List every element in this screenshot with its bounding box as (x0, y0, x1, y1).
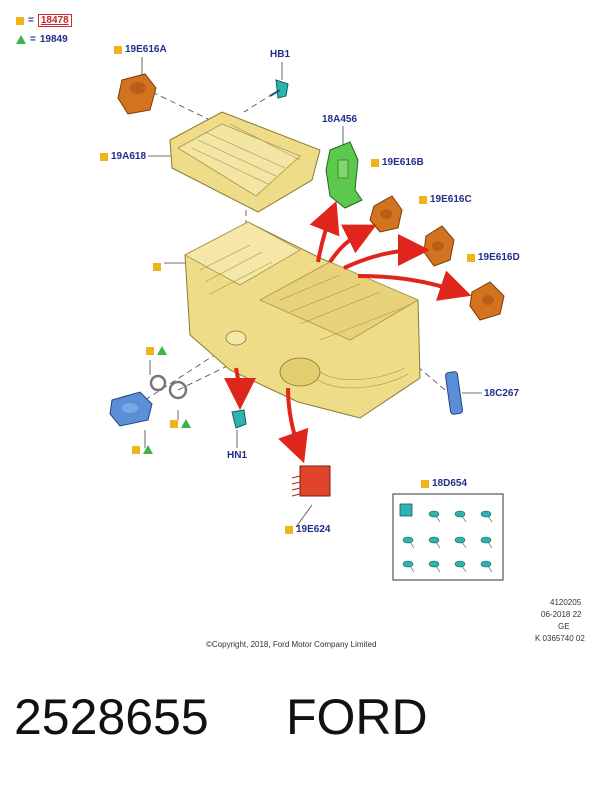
legend-triangle-row: = 19849 (16, 34, 68, 45)
label-19E616A[interactable]: 19E616A (114, 44, 167, 55)
label-19E624[interactable]: 19E624 (285, 524, 330, 535)
footer-code-1: 4120205 (550, 598, 582, 607)
sensor-18C267 (445, 371, 463, 415)
label-18D654[interactable]: 18D654 (421, 478, 467, 489)
legend-triangle-code[interactable]: 19849 (39, 34, 68, 45)
footer-code-2: 06-2018 22 (541, 610, 582, 619)
legend-square-code[interactable]: 18478 (37, 14, 72, 27)
seal-rings (149, 374, 188, 400)
footer-code-4: K 0365740 02 (535, 634, 585, 643)
part-18A456 (325, 141, 363, 209)
marker-cluster-lower (132, 445, 153, 454)
brand-name: FORD (286, 689, 428, 745)
part-HN1 (231, 409, 247, 429)
upper-housing-19A618 (169, 111, 321, 213)
square-marker-icon (285, 525, 293, 534)
label-HN1[interactable]: HN1 (227, 450, 248, 461)
actuator-19E616D (469, 281, 505, 321)
square-marker-icon (146, 346, 154, 355)
actuator-19E616B (369, 195, 403, 233)
actuator-19E616A (117, 73, 157, 115)
footer-code-3: GE (558, 622, 570, 631)
square-marker-icon (16, 16, 24, 25)
square-marker-icon (467, 253, 475, 262)
square-marker-icon (153, 262, 161, 271)
label-19E616C[interactable]: 19E616C (419, 194, 472, 205)
label-19A618[interactable]: 19A618 (100, 151, 146, 162)
square-marker-icon (114, 45, 122, 54)
label-19E616D[interactable]: 19E616D (467, 252, 520, 263)
marker-cluster-ring (170, 419, 191, 428)
red-arrows (223, 200, 472, 464)
triangle-marker-icon (143, 445, 153, 454)
square-marker-icon (100, 152, 108, 161)
label-18A456[interactable]: 18A456 (322, 114, 358, 125)
square-marker-icon (170, 419, 178, 428)
clips-box-18D654 (392, 493, 504, 581)
blower-motor (109, 391, 153, 427)
square-marker-icon (419, 195, 427, 204)
main-hvac-case (184, 221, 421, 419)
triangle-marker-icon (157, 346, 167, 355)
exploded-view-diagram (109, 57, 505, 581)
legend-square-row: = 18478 (16, 14, 72, 27)
square-marker-icon (132, 445, 140, 454)
marker-cluster-upper (146, 346, 167, 355)
label-18C267[interactable]: 18C267 (484, 388, 520, 399)
triangle-marker-icon (181, 419, 191, 428)
label-19E616B[interactable]: 19E616B (371, 157, 424, 168)
square-marker-icon (421, 479, 429, 488)
label-HB1[interactable]: HB1 (270, 49, 291, 60)
part-number: 2528655 (14, 689, 209, 745)
square-marker-icon (371, 158, 379, 167)
actuator-19E616C (423, 225, 455, 267)
triangle-marker-icon (16, 35, 26, 44)
main-case-marker (153, 258, 161, 276)
copyright-text: ©Copyright, 2018, Ford Motor Company Lim… (206, 640, 377, 649)
resistor-19E624 (291, 465, 331, 497)
clip-HB1 (269, 79, 289, 99)
